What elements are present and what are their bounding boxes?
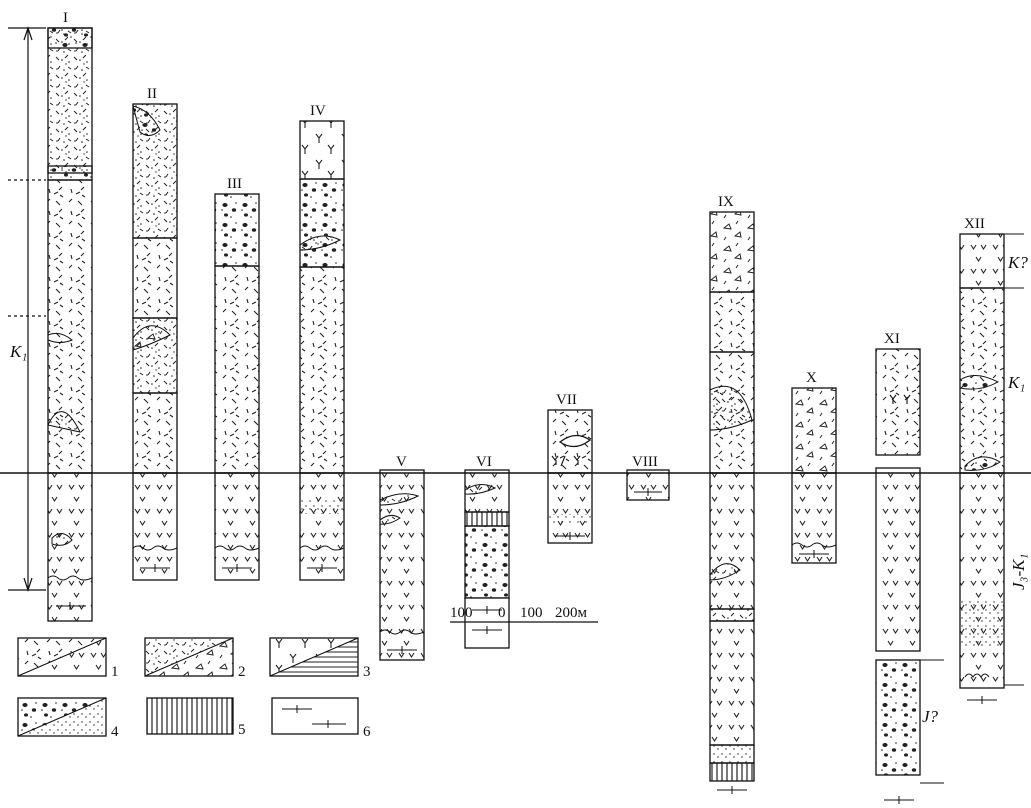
column-label-iii: III [227,176,242,192]
svg-text:200м: 200м [555,605,588,621]
column-iv [300,121,344,580]
column-label-iv: IV [310,103,326,119]
svg-text:6: 6 [363,724,371,740]
column-xi [876,349,944,804]
legend-item-1: 1 [18,638,119,680]
legend-item-4: 4 [18,698,119,740]
column-label-ix: IX [718,194,734,210]
legend-item-3: 3 [270,638,371,680]
column-label-xi: XI [884,331,900,347]
legend-item-6: 6 [272,698,371,740]
column-xii [960,234,1024,704]
column-label-v: V [396,454,407,470]
age-label-k1-left: K₁ [9,342,27,361]
svg-text:2: 2 [238,664,246,680]
svg-text:100: 100 [520,605,543,621]
legend-item-5: 5 [147,698,246,738]
column-label-x: X [806,370,817,386]
column-vi [465,470,509,648]
column-iii [215,194,259,580]
age-label-j-query: J? [922,707,939,726]
age-label-k-query: K? [1007,253,1028,272]
column-viii [627,470,669,500]
k1-dimension-arrow [8,28,46,590]
column-label-vii: VII [556,392,577,408]
svg-text:3: 3 [363,664,371,680]
svg-text:0: 0 [498,605,506,621]
age-label-j3-k1: J₃-K₁ [1009,554,1028,590]
legend: 1 2 3 4 5 [18,638,371,740]
column-label-xii: XII [964,216,985,232]
column-vii [548,410,592,543]
column-v [380,470,424,660]
scale-bar: 100 0 100 200м [450,605,598,622]
column-ix [710,212,754,794]
svg-text:5: 5 [238,722,246,738]
age-label-k1-right: K₁ [1007,373,1025,392]
column-label-ii: II [147,86,157,102]
svg-text:4: 4 [111,724,119,740]
svg-text:1: 1 [111,664,119,680]
column-ii [133,104,177,580]
column-label-viii: VIII [632,454,658,470]
column-label-vi: VI [476,454,492,470]
legend-item-2: 2 [145,638,246,680]
column-i [48,28,92,621]
svg-text:100: 100 [450,605,473,621]
column-label-i: I [63,10,68,26]
column-x [792,388,836,563]
